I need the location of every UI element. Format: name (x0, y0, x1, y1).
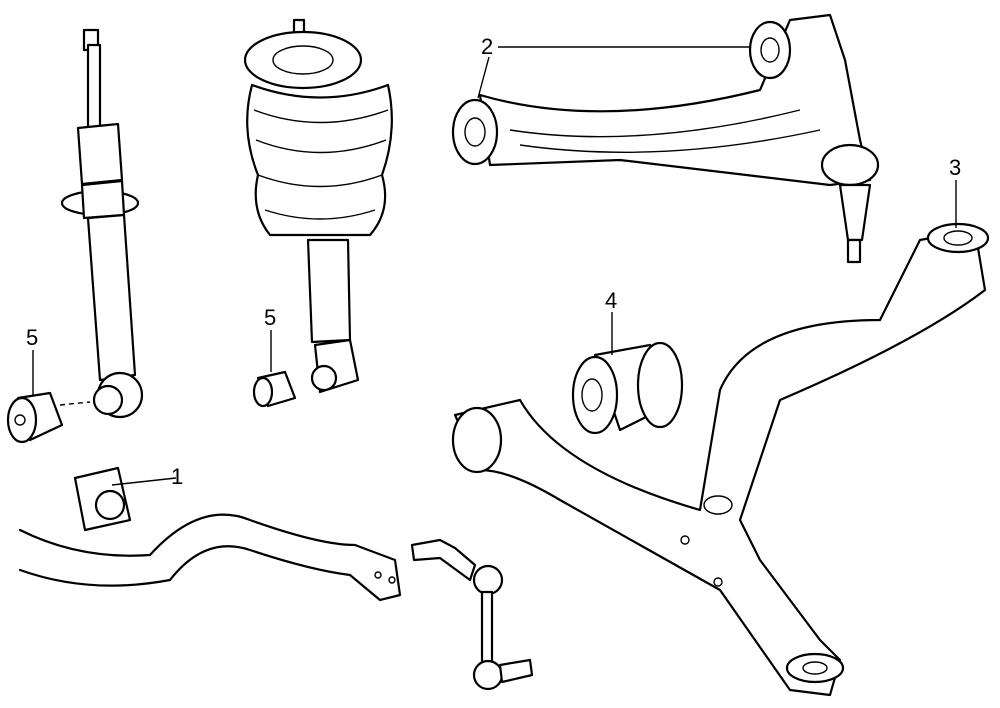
callout-1: 1 (171, 464, 184, 489)
stabilizer-bushing (73, 466, 132, 532)
callout-4: 4 (605, 288, 618, 313)
lower-control-arm (451, 222, 990, 697)
shock-absorber (59, 28, 144, 419)
callout-5-middle: 5 (264, 305, 277, 330)
stabilizer-link (410, 538, 534, 691)
callout-2: 2 (481, 34, 494, 59)
air-spring (243, 18, 393, 394)
leader-lines (32, 46, 957, 486)
stabilizer-bar (18, 513, 402, 602)
control-arm-bushing (571, 341, 684, 435)
bushing-5-middle (252, 370, 297, 408)
bushing-5-left (6, 391, 64, 444)
callout-3: 3 (949, 155, 962, 180)
callout-5-left: 5 (26, 325, 39, 350)
upper-control-arm (451, 13, 880, 264)
